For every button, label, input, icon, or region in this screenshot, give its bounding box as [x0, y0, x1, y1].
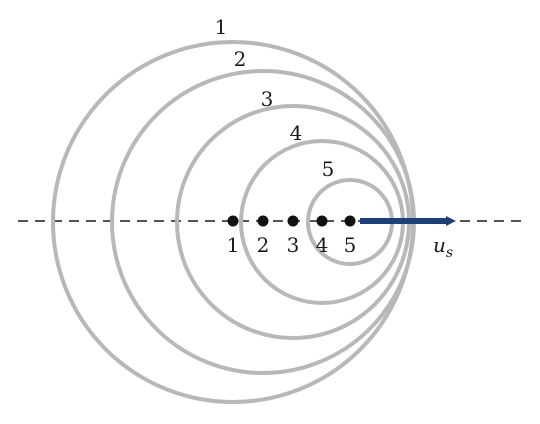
source-label-5: 5	[344, 233, 357, 257]
wavefront-labels: 1 2 3 4 5	[215, 15, 335, 181]
velocity-symbol: u	[433, 233, 446, 257]
source-point-5	[344, 215, 356, 227]
wavefront-label-2: 2	[234, 47, 247, 71]
wavefront-label-5: 5	[322, 157, 335, 181]
source-label-4: 4	[316, 233, 329, 257]
velocity-label: us	[433, 233, 453, 261]
source-position-labels: 1 2 3 4 5	[227, 233, 357, 257]
source-point-2	[257, 215, 269, 227]
source-label-2: 2	[257, 233, 270, 257]
source-point-1	[227, 215, 239, 227]
source-label-3: 3	[287, 233, 300, 257]
wavefront-label-4: 4	[290, 121, 303, 145]
source-points	[227, 215, 356, 227]
source-label-1: 1	[227, 233, 240, 257]
wavefront-label-1: 1	[215, 15, 228, 39]
wavefront-label-3: 3	[261, 87, 274, 111]
velocity-subscript: s	[446, 245, 453, 261]
source-point-4	[316, 215, 328, 227]
source-point-3	[287, 215, 299, 227]
